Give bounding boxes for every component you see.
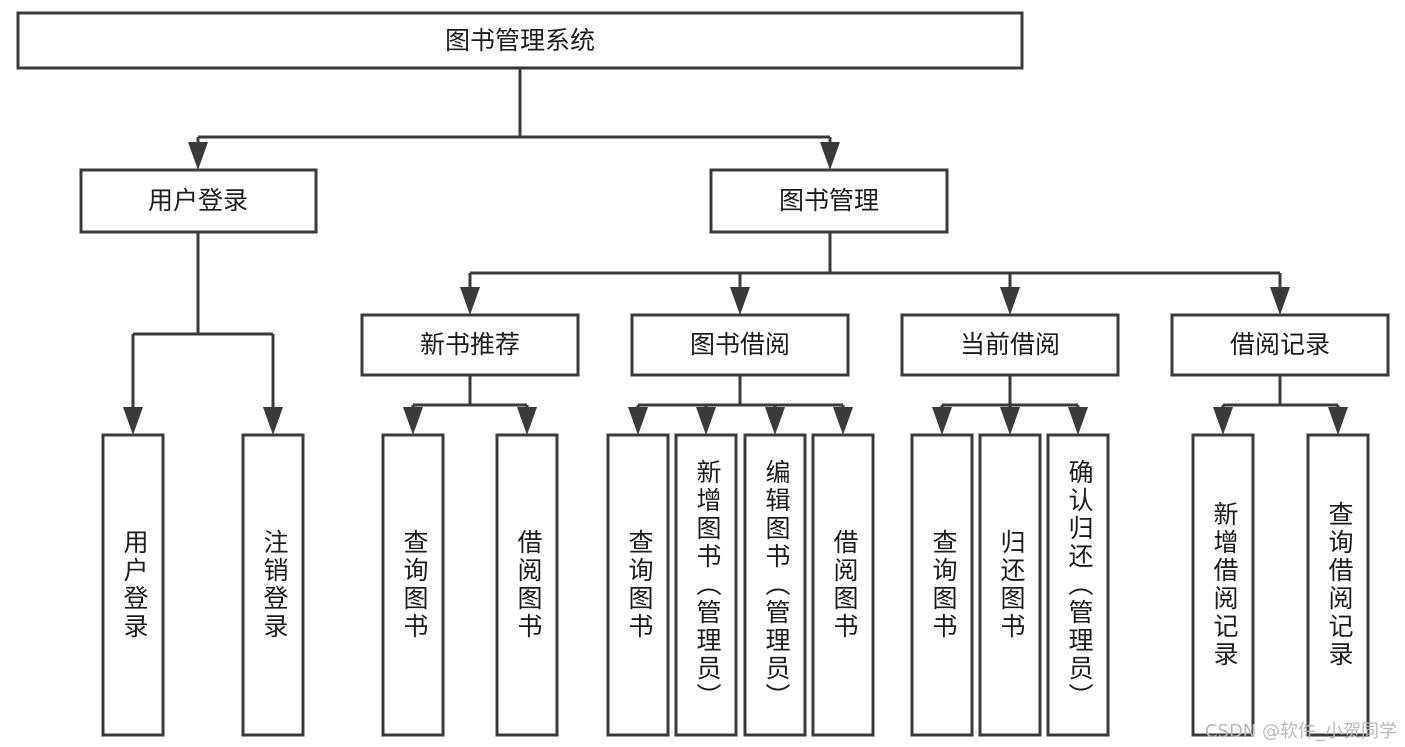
leaf-label-user-login-1: 用户登录 <box>120 529 149 641</box>
leaf-label-current-borrow-3: 确认归还（管理员） <box>1065 459 1094 711</box>
leaf-node-book-borrow-4[interactable]: 借阅图书 <box>811 433 875 737</box>
leaf-node-new-book-2[interactable]: 借阅图书 <box>495 433 559 737</box>
arrow-icon-bookmgmt-child-3 <box>1000 287 1020 315</box>
leaf-box-new-book-1[interactable] <box>381 433 445 737</box>
leaf-label-current-borrow-1: 查询图书 <box>929 529 958 641</box>
leaf-label-book-borrow-2: 新增图书（管理员） <box>693 459 722 711</box>
leaf-node-book-borrow-3[interactable]: 编辑图书（管理员） <box>743 433 807 737</box>
leaf-box-current-borrow-2[interactable] <box>978 433 1042 737</box>
node-borrow-record-box[interactable] <box>1170 313 1390 377</box>
arrow-icon-newbook-leaf-1 <box>403 407 423 435</box>
leaf-label-book-borrow-3: 编辑图书（管理员） <box>762 459 791 711</box>
leaf-box-borrow-record-2[interactable] <box>1306 433 1370 737</box>
leaf-node-borrow-record-2[interactable]: 查询借阅记录 <box>1306 433 1370 737</box>
node-user-login-label: 用户登录 <box>148 186 248 215</box>
node-root-label: 图书管理系统 <box>445 26 595 55</box>
arrow-icon-current-leaf-3 <box>1068 407 1088 435</box>
arrow-icon-record-leaf-1 <box>1213 407 1233 435</box>
arrow-icon-borrow-leaf-2 <box>696 407 716 435</box>
arrow-icon-current-leaf-1 <box>932 407 952 435</box>
leaf-node-current-borrow-2[interactable]: 归还图书 <box>978 433 1042 737</box>
connector-group-book-borrow <box>628 375 853 435</box>
leaf-node-user-login-2[interactable]: 注销登录 <box>241 433 305 737</box>
leaf-node-current-borrow-1[interactable]: 查询图书 <box>910 433 974 737</box>
leaf-node-book-borrow-2[interactable]: 新增图书（管理员） <box>674 433 738 737</box>
leaf-node-current-borrow-3[interactable]: 确认归还（管理员） <box>1046 433 1110 737</box>
arrow-icon-bookmgmt-child-1 <box>460 287 480 315</box>
arrow-icon-login-leaf-2 <box>263 407 283 435</box>
leaf-node-borrow-record-1[interactable]: 新增借阅记录 <box>1191 433 1255 737</box>
arrow-icon-newbook-leaf-2 <box>517 407 537 435</box>
node-book-management-box[interactable] <box>709 168 949 234</box>
node-root[interactable]: 图书管理系统 <box>16 11 1024 70</box>
node-borrow-record-label: 借阅记录 <box>1230 330 1330 359</box>
leaf-box-user-login-1[interactable] <box>101 433 165 737</box>
node-book-management-label: 图书管理 <box>779 186 879 215</box>
leaf-label-borrow-record-2: 查询借阅记录 <box>1325 501 1354 669</box>
arrow-icon-login-leaf-1 <box>123 407 143 435</box>
leaf-label-current-borrow-2: 归还图书 <box>997 529 1026 641</box>
leaf-box-book-borrow-4[interactable] <box>811 433 875 737</box>
arrow-icon-current-leaf-2 <box>1000 407 1020 435</box>
node-new-book-recommend-label: 新书推荐 <box>420 330 520 359</box>
arrow-icon-record-leaf-2 <box>1328 407 1348 435</box>
leaf-label-new-book-2: 借阅图书 <box>514 529 543 641</box>
leaf-label-borrow-record-1: 新增借阅记录 <box>1210 501 1239 669</box>
leaf-box-user-login-2[interactable] <box>241 433 305 737</box>
leaf-box-current-borrow-3[interactable] <box>1046 433 1110 737</box>
node-current-borrow[interactable]: 当前借阅 <box>900 313 1120 377</box>
arrow-icon-borrow-leaf-4 <box>833 407 853 435</box>
node-new-book-recommend-box[interactable] <box>360 313 580 377</box>
leaf-box-new-book-2[interactable] <box>495 433 559 737</box>
node-book-borrow-box[interactable] <box>630 313 850 377</box>
node-current-borrow-box[interactable] <box>900 313 1120 377</box>
connector-group-current-borrow <box>932 375 1088 435</box>
arrow-icon-borrow-leaf-1 <box>628 407 648 435</box>
leaf-label-book-borrow-4: 借阅图书 <box>830 529 859 641</box>
arrow-icon-borrow-leaf-3 <box>765 407 785 435</box>
arrow-icon-root-to-login <box>188 142 208 170</box>
leaf-box-book-borrow-1[interactable] <box>606 433 670 737</box>
node-user-login[interactable]: 用户登录 <box>79 168 318 234</box>
connector-group-book-mgmt <box>460 232 1290 315</box>
arrow-icon-bookmgmt-child-4 <box>1270 287 1290 315</box>
leaf-box-book-borrow-3[interactable] <box>743 433 807 737</box>
connector-group-borrow-record <box>1213 375 1348 435</box>
node-root-box[interactable] <box>16 11 1024 70</box>
node-user-login-box[interactable] <box>79 168 318 234</box>
leaf-label-book-borrow-1: 查询图书 <box>625 529 654 641</box>
leaf-label-user-login-2: 注销登录 <box>260 529 289 641</box>
leaf-node-new-book-1[interactable]: 查询图书 <box>381 433 445 737</box>
leaf-box-current-borrow-1[interactable] <box>910 433 974 737</box>
node-book-borrow-label: 图书借阅 <box>690 330 790 359</box>
node-borrow-record[interactable]: 借阅记录 <box>1170 313 1390 377</box>
node-book-borrow[interactable]: 图书借阅 <box>630 313 850 377</box>
connector-group-root <box>188 68 840 170</box>
connector-group-new-book <box>403 375 537 435</box>
csdn-watermark: CSDN @软件_小贺同学 <box>1204 721 1397 742</box>
leaf-box-borrow-record-1[interactable] <box>1191 433 1255 737</box>
arrow-icon-bookmgmt-child-2 <box>730 287 750 315</box>
connector-group-user-login <box>123 232 283 435</box>
node-book-management[interactable]: 图书管理 <box>709 168 949 234</box>
leaf-box-book-borrow-2[interactable] <box>674 433 738 737</box>
leaf-node-book-borrow-1[interactable]: 查询图书 <box>606 433 670 737</box>
node-current-borrow-label: 当前借阅 <box>960 330 1060 359</box>
node-new-book-recommend[interactable]: 新书推荐 <box>360 313 580 377</box>
leaf-node-user-login-1[interactable]: 用户登录 <box>101 433 165 737</box>
leaf-label-new-book-1: 查询图书 <box>400 529 429 641</box>
arrow-icon-root-to-bookmgmt <box>820 142 840 170</box>
